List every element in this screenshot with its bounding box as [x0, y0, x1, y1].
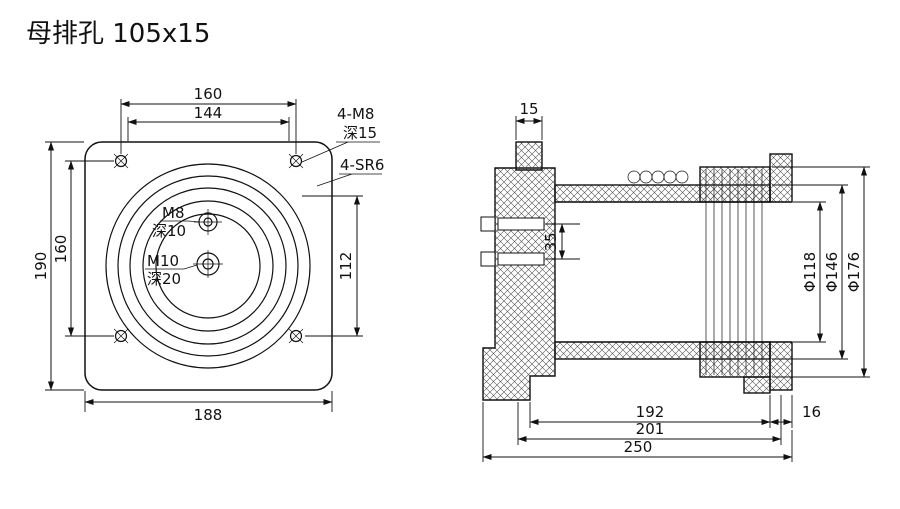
corner-annotation-sphere: 4-SR6 [316, 156, 384, 187]
spring-contact [627, 170, 689, 184]
section-top-tab [515, 141, 543, 171]
dim-dia-sheds: Φ176 [772, 166, 870, 378]
dim-dia-body: Φ146 [772, 184, 848, 360]
corner-bolt-hole [113, 153, 129, 169]
section-right-flange [743, 153, 793, 394]
corner-bolt-hole [288, 153, 304, 169]
m8-label: M8 [162, 204, 185, 222]
terminal-bolt-lower [480, 251, 496, 267]
corner-thread-leader [301, 141, 380, 163]
dim-right-label: 112 [337, 252, 355, 281]
m10-depth-label: 深20 [147, 270, 181, 288]
dim-top-outer-label: 160 [194, 85, 223, 103]
dim-left-inner: 160 [52, 160, 114, 337]
dim-tab-width: 15 [515, 100, 543, 140]
dim-bottom-label: 188 [194, 406, 223, 424]
section-left-flange [482, 167, 556, 401]
dim-tab-width-label: 15 [519, 100, 538, 118]
front-view: M8 深10 M10 深20 4-M8 深15 4-SR6 160 [32, 85, 384, 424]
dim-len-inner-label: 192 [636, 403, 665, 421]
dim-top-outer: 160 [120, 85, 297, 154]
bore-lines [555, 201, 792, 343]
m8-depth-label: 深10 [152, 222, 186, 240]
dim-dia-body-label: Φ146 [823, 252, 841, 292]
section-view: 15 35 Φ118 Φ146 Φ176 192 [480, 100, 870, 462]
dim-flange-thickness: 16 [769, 395, 821, 428]
terminal-slot-upper [480, 216, 545, 232]
dim-top-inner-label: 144 [194, 104, 223, 122]
dim-len-mid-label: 201 [636, 420, 665, 438]
dim-right: 112 [302, 195, 363, 337]
dim-len-overall-label: 250 [624, 438, 653, 456]
dim-flange-thickness-label: 16 [802, 403, 821, 421]
corner-bolt-hole [113, 328, 129, 344]
dim-left-inner-label: 160 [52, 235, 70, 264]
mounting-plate-outline [84, 141, 333, 391]
dim-hole-spacing-label: 35 [542, 232, 560, 251]
dim-len-overall: 250 [482, 402, 793, 462]
terminal-bolt-upper [480, 216, 496, 232]
dim-top-inner: 144 [127, 104, 290, 141]
dim-len-mid: 201 [517, 395, 782, 445]
dim-len-inner: 192 [529, 395, 771, 428]
dim-left-outer-label: 190 [32, 252, 50, 281]
corner-thread-label: 4-M8 [337, 105, 374, 123]
dim-dia-bore-label: Φ118 [801, 252, 819, 292]
m10-leader-line [145, 264, 198, 270]
dim-hole-spacing: 35 [542, 223, 580, 260]
dim-left-outer: 190 [32, 141, 84, 391]
bottom-step [743, 376, 771, 394]
terminal-slot-lower [480, 251, 545, 267]
center-hole-lower [193, 250, 223, 278]
dim-bottom: 188 [84, 391, 333, 424]
m10-label: M10 [147, 252, 179, 270]
hole-label-lower: M10 深20 [145, 252, 198, 288]
dim-dia-bore: Φ118 [793, 201, 826, 343]
dim-dia-sheds-label: Φ176 [845, 252, 863, 292]
corner-sphere-leader [316, 173, 382, 187]
shed-ribs [699, 166, 771, 378]
hole-label-upper: M8 深10 [152, 204, 201, 240]
m8-leader-line [160, 220, 201, 223]
corner-thread-depth-label: 深15 [343, 124, 377, 142]
corner-bolt-holes [113, 153, 304, 344]
corner-bolt-hole [288, 328, 304, 344]
drawing-title: 母排孔 105x15 [26, 19, 210, 49]
corner-annotation-thread: 4-M8 深15 [301, 105, 380, 163]
corner-sphere-label: 4-SR6 [340, 156, 384, 174]
